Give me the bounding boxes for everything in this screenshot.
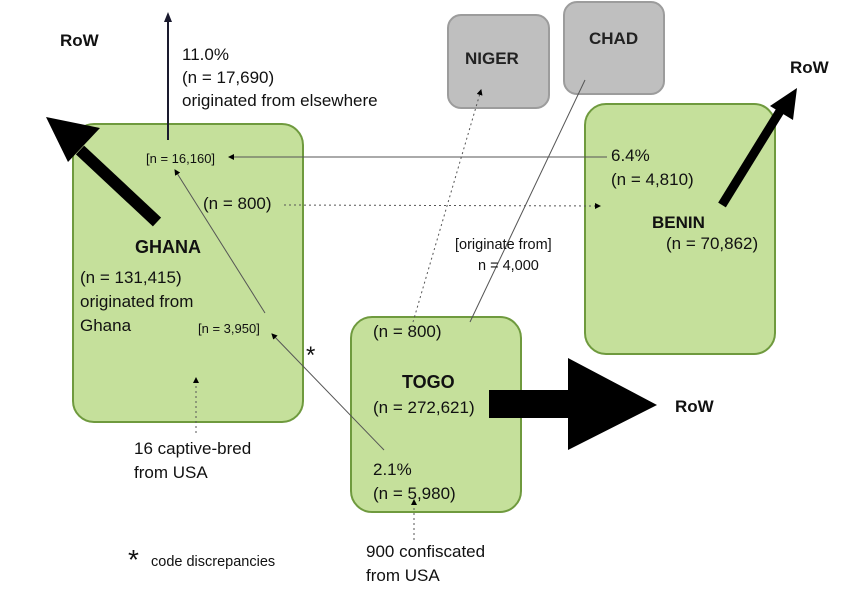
ghana-name: GHANA <box>135 237 201 257</box>
togo-to-ghana-arrow <box>271 333 385 451</box>
togo-pct: 2.1% <box>373 460 412 479</box>
elsewhere-text: originated from elsewhere <box>182 91 378 110</box>
togo-route-to-ghana-arrow <box>174 169 266 314</box>
elsewhere-count: (n = 17,690) <box>182 68 275 87</box>
togo-row-label: RoW <box>675 397 714 416</box>
confiscated-line2: from USA <box>366 566 440 585</box>
togo-row-arrow <box>489 358 657 450</box>
ghana-row-label: RoW <box>60 31 99 50</box>
ghana-count: (n = 131,415) <box>80 268 182 287</box>
captive-line2: from USA <box>134 463 208 482</box>
chad-box <box>563 1 665 95</box>
togo-name: TOGO <box>402 372 455 392</box>
togo-to-niger-arrow <box>412 89 483 323</box>
togo-to-chad-label: (n = 800) <box>373 322 442 341</box>
benin-count: (n = 70,862) <box>666 234 759 253</box>
benin-pct-count: (n = 4,810) <box>611 170 694 189</box>
niger-label: NIGER <box>465 49 519 68</box>
ghana-to-benin-arrow <box>283 202 601 209</box>
niger-box <box>447 14 550 109</box>
benin-row-arrow <box>718 88 797 208</box>
chad-to-togo-line <box>469 79 586 323</box>
ghana-origin-line1: originated from <box>80 292 194 311</box>
chad-label: CHAD <box>589 29 639 48</box>
elsewhere-arrow <box>164 12 172 140</box>
ghana-export-benin-label: (n = 800) <box>203 194 272 213</box>
togo-pct-count: (n = 5,980) <box>373 484 456 503</box>
ghana-togo-import-label: [n = 3,950] <box>198 321 260 336</box>
ghana-row-arrow <box>46 117 162 227</box>
captive-line1: 16 captive-bred <box>134 439 252 458</box>
chad-origin-line2: n = 4,000 <box>478 258 539 274</box>
asterisk-marker: * <box>306 342 316 369</box>
footnote-symbol: * <box>128 544 139 575</box>
ghana-import-label: [n = 16,160] <box>146 151 216 166</box>
togo-count: (n = 272,621) <box>373 398 475 417</box>
chad-origin-line1: [originate from] <box>455 237 552 253</box>
confiscated-line1: 900 confiscated <box>366 542 486 561</box>
elsewhere-pct: 11.0% <box>182 45 229 64</box>
benin-box <box>584 103 776 355</box>
ghana-origin-line2: Ghana <box>80 316 132 335</box>
benin-name: BENIN <box>652 213 705 232</box>
footnote-text: code discrepancies <box>151 554 276 570</box>
benin-pct: 6.4% <box>611 146 650 165</box>
benin-row-label: RoW <box>790 58 829 77</box>
